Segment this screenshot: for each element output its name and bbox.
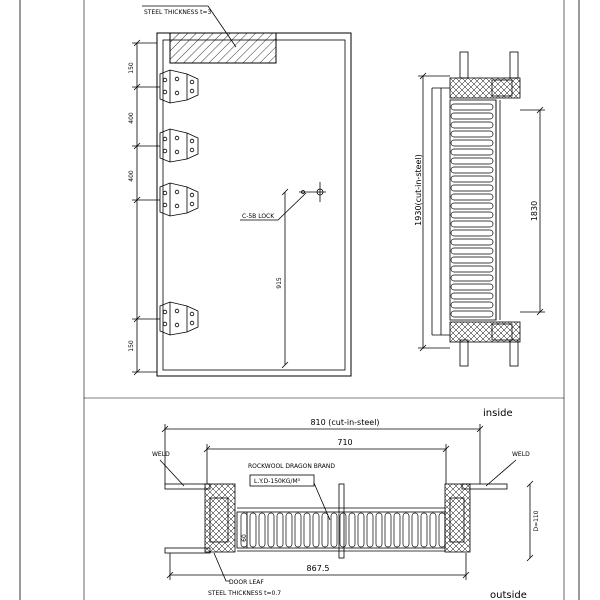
lock-leader: [240, 192, 307, 221]
corrugation-plan: [240, 512, 446, 548]
lock-symbol: [299, 182, 326, 202]
outside-label: outside: [490, 590, 527, 600]
dim-inner-width: 710: [337, 438, 352, 447]
dim-inner-height: 1830: [530, 201, 539, 221]
dim-hinge-bottom: 150: [128, 340, 135, 352]
dim-leaf-thickness: 60: [241, 534, 248, 542]
hinge-2: [159, 128, 199, 163]
hinge-1: [159, 69, 199, 104]
steel-plate-hatch: [169, 32, 277, 64]
weld-right-label: WELD: [512, 451, 530, 458]
dim-cut-in-height: 1930(cut-in-steel): [414, 154, 423, 226]
inside-label: inside: [483, 408, 513, 419]
hinge-3: [159, 182, 199, 217]
corrugation-side: [450, 103, 494, 318]
dim-frame-depth: D=110: [533, 510, 540, 531]
door-plan-section: inside outside 810 (cut-in-steel) 710: [152, 408, 540, 600]
dim-hinge-gap-1: 400: [128, 112, 135, 124]
dim-hinge-top: 150: [128, 62, 135, 74]
rockwool-label: ROCKWOOL DRAGON BRAND: [248, 463, 335, 470]
door-side-section: 1930(cut-in-steel) 1830: [414, 51, 545, 367]
door-leaf-label: DOOR LEAF: [229, 579, 264, 586]
sheet-border: [19, 0, 580, 600]
insulation-panel-side: [449, 99, 497, 321]
dim-cut-in-width: 810 (cut-in-steel): [310, 418, 379, 427]
hinge-dimension-chain: [132, 39, 160, 376]
density-label: L.Y.D-150KG/M³: [254, 478, 301, 485]
dim-overall-width: 867.5: [307, 564, 330, 573]
dim-hinge-gap-2: 400: [128, 170, 135, 182]
lock-label: C-5B LOCK: [242, 213, 275, 220]
hinge-4: [159, 301, 199, 336]
door-front-elevation: STEEL THICKNESS t=3: [128, 5, 352, 377]
steel-thickness-top-label: STEEL THICKNESS t=3: [144, 9, 212, 16]
steel-thickness-leader: [142, 5, 237, 48]
dim-lock-height: 915: [276, 277, 283, 289]
weld-left-label: WELD: [152, 451, 170, 458]
door-frame-outer: [156, 32, 352, 377]
steel-thickness-bottom-label: STEEL THICKNESS t=0.7: [208, 590, 281, 597]
